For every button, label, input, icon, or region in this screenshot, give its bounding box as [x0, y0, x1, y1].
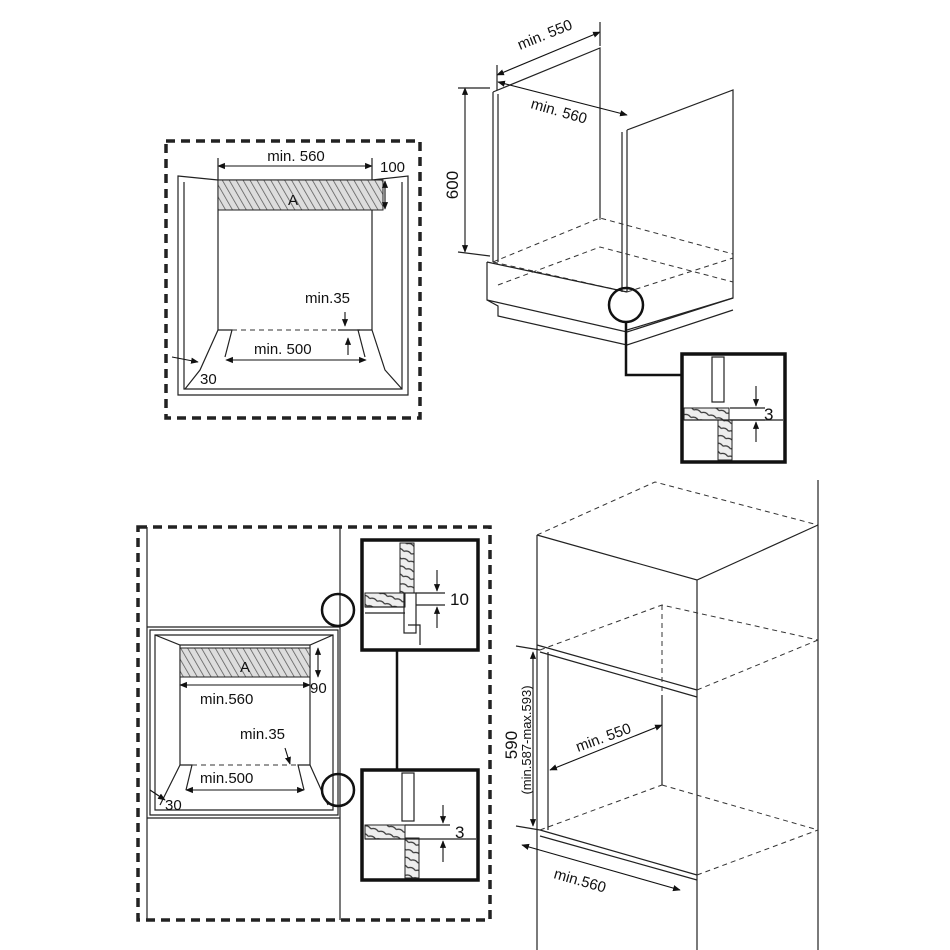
width-label: min. 560	[267, 148, 325, 165]
depth-label: min. 550	[515, 16, 575, 53]
bottom-left-front-view: A 90 min.560 min.35 min.500 30 10 3	[136, 525, 492, 922]
ventilation-zone-a	[179, 647, 311, 678]
top-left-frame	[164, 139, 422, 420]
zone-label: A	[240, 659, 250, 676]
detail-top-label: 10	[450, 590, 469, 609]
detail-callout-circle-top	[320, 592, 356, 628]
floor-label: min. 500	[254, 341, 312, 358]
side-label: 30	[165, 797, 182, 814]
height-label: 90	[310, 680, 327, 697]
floor-label: min.500	[200, 770, 253, 787]
width-label: min.560	[200, 691, 253, 708]
width-label: min.560	[552, 866, 608, 897]
height-label: 100	[380, 159, 405, 176]
top-left-front-view: A min. 560 100 min.35 min. 500 30	[164, 139, 422, 420]
bottom-right-perspective: min.560 min. 550 590 (min.587-max.593)	[502, 480, 819, 950]
ventilation-zone-a	[217, 179, 384, 211]
gap-label: min.35	[240, 726, 285, 743]
detail-gap-label: 3	[764, 405, 773, 424]
detail-bottom-label: 3	[455, 823, 464, 842]
height-range-label: (min.587-max.593)	[519, 685, 534, 794]
side-label: 30	[200, 371, 217, 388]
detail-callout-circle	[607, 286, 645, 324]
depth-label: min. 550	[574, 720, 634, 756]
width-label: min. 560	[529, 96, 589, 128]
gap-label: min.35	[305, 290, 350, 307]
top-right-perspective: min. 550 min. 560 600 3	[443, 16, 787, 464]
bottom-left-frame	[136, 525, 492, 922]
detail-callout-circle-bottom	[320, 772, 356, 808]
height-label: 590	[502, 731, 521, 759]
zone-label: A	[288, 192, 298, 209]
height-label: 600	[443, 171, 462, 199]
